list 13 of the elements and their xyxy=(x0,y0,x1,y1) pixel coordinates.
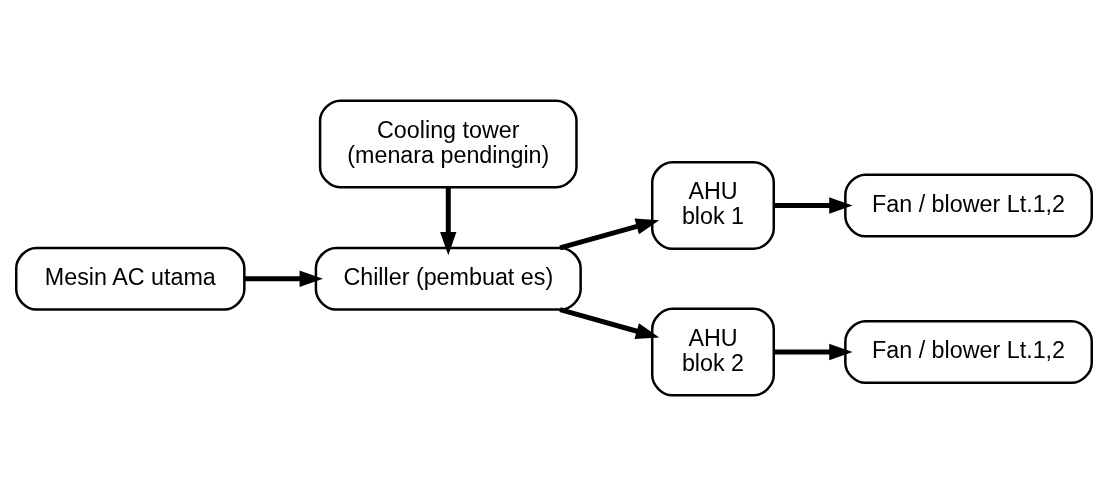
node-box: AHU blok 2 xyxy=(651,307,775,397)
arrow xyxy=(244,270,323,287)
node-box: AHU blok 1 xyxy=(651,160,775,250)
arrow xyxy=(773,196,853,214)
arrow xyxy=(773,343,853,360)
arrow xyxy=(559,306,660,339)
node-box: Fan / blower Lt.1,2 xyxy=(844,319,1093,384)
arrow xyxy=(440,187,457,255)
node-box: Fan / blower Lt.1,2 xyxy=(844,173,1093,238)
arrow xyxy=(559,218,660,250)
node-box: Cooling tower (menara pendingin) xyxy=(318,98,578,188)
node-box: Mesin AC utama xyxy=(15,246,246,311)
node-box: Chiller (pembuat es) xyxy=(314,246,582,311)
